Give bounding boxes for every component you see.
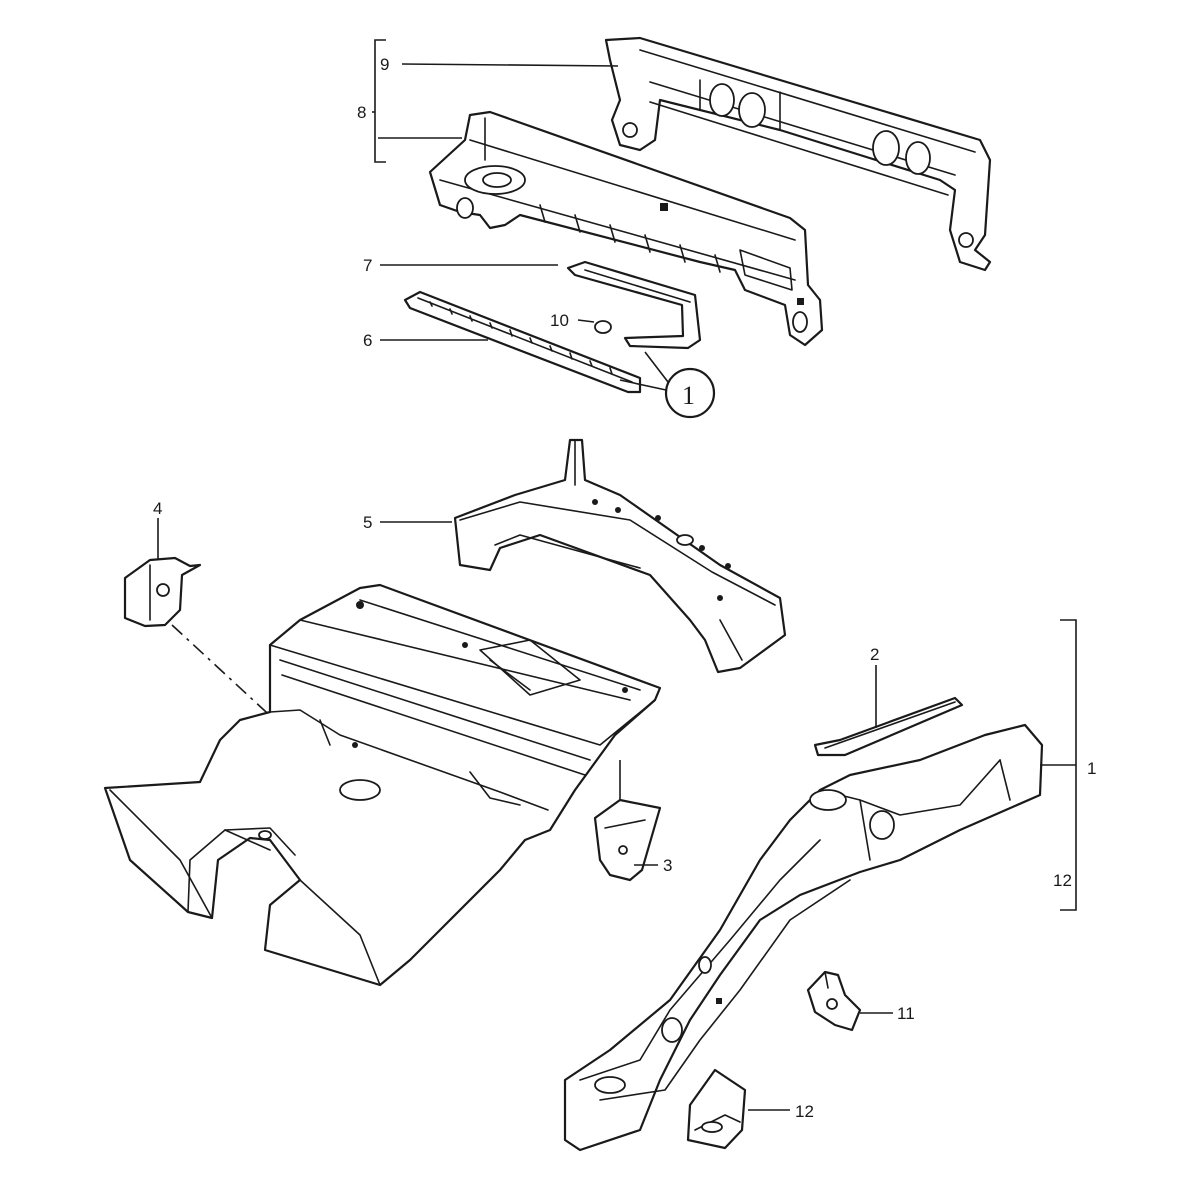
leader-10 [577,319,595,323]
callout-5: 5 [363,513,372,532]
part-5-rear-member [453,438,787,674]
part-6-seal-strip [403,290,642,394]
detail-marker-1: 1 [619,351,716,419]
part-1-side-member [563,723,1044,1152]
callout-12-bracket: 12 [1053,871,1072,890]
leader-9 [401,63,619,67]
callout-6: 6 [363,331,372,350]
part-10-washer [594,320,612,334]
floor-pan [103,583,662,987]
callout-8: 8 [357,103,366,122]
part-9-rear-crossmember [604,36,992,272]
callout-12: 12 [795,1102,814,1121]
callout-10: 10 [550,311,569,330]
part-11-bracket [806,970,862,1032]
callout-3: 3 [663,856,672,875]
callout-1: 1 [1087,759,1096,778]
callout-2: 2 [870,645,879,664]
part-8-crossmember-assembly [428,110,824,347]
part-7-strip [566,260,702,350]
callout-9: 9 [380,55,389,74]
detail-marker-label: 1 [682,381,695,410]
part-4-bracket [123,556,202,628]
bracket-8 [372,39,386,163]
part-2-strip [813,696,964,757]
callout-7: 7 [363,256,372,275]
part-3-bracket [593,760,662,882]
callout-11: 11 [897,1004,915,1023]
callout-4: 4 [153,499,162,518]
part-12-bracket [686,1068,747,1150]
